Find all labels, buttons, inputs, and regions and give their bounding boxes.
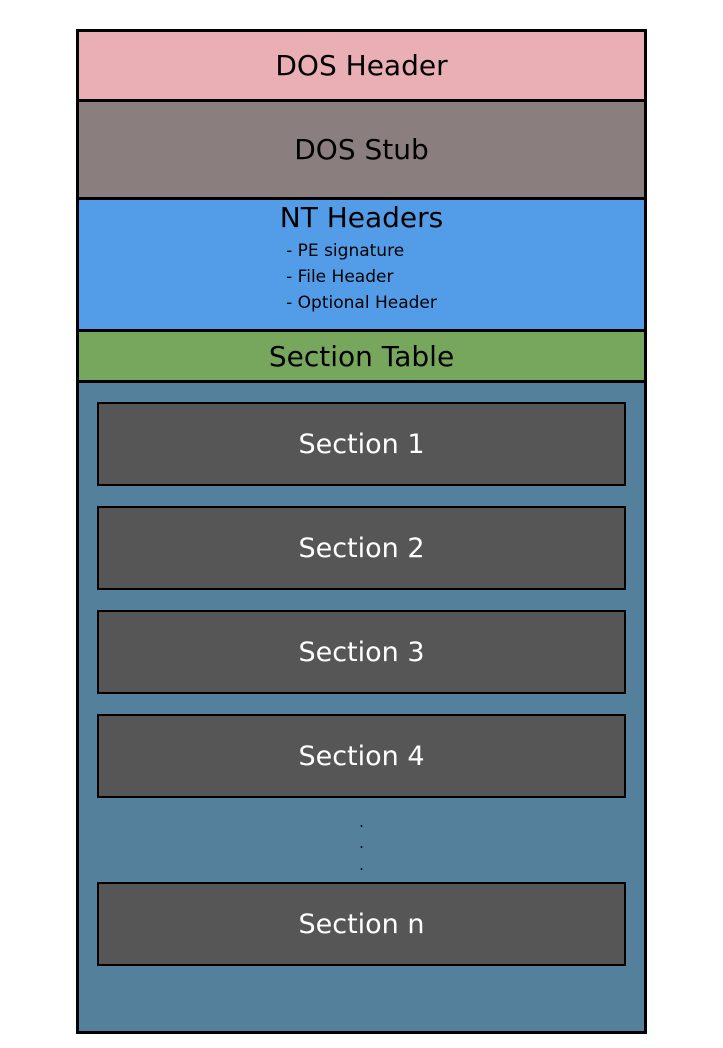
dos-header-label: DOS Header — [275, 49, 448, 82]
section-box-n: Section n — [97, 882, 626, 966]
sections-ellipsis: . . . — [79, 798, 644, 882]
nt-headers-sublist: - PE signature - File Header - Optional … — [286, 238, 437, 316]
section-box-2-label: Section 2 — [298, 532, 425, 564]
section-box-4: Section 4 — [97, 714, 626, 798]
section-box-1-label: Section 1 — [298, 428, 425, 460]
nt-headers-label: NT Headers — [279, 201, 444, 234]
dos-stub-block: DOS Stub — [79, 102, 644, 200]
section-box-n-label: Section n — [298, 908, 425, 940]
section-box-3: Section 3 — [97, 610, 626, 694]
dos-header-block: DOS Header — [79, 32, 644, 102]
section-box-1: Section 1 — [97, 402, 626, 486]
section-box-3-label: Section 3 — [298, 636, 425, 668]
nt-headers-subitem-file-header: - File Header — [286, 267, 394, 287]
section-table-label: Section Table — [268, 339, 455, 373]
dos-stub-label: DOS Stub — [294, 133, 429, 166]
sections-area: Section 1 Section 2 Section 3 Section 4 … — [79, 383, 644, 1031]
ellipsis-dot: . — [359, 855, 364, 874]
ellipsis-dot: . — [359, 834, 364, 852]
nt-headers-subitem-optional-header: - Optional Header — [286, 293, 437, 313]
nt-headers-subitem-pe-signature: - PE signature — [286, 241, 405, 261]
section-table-block: Section Table — [79, 332, 644, 383]
pe-structure-outline: DOS Header DOS Stub NT Headers - PE sign… — [76, 29, 647, 1034]
nt-headers-block: NT Headers - PE signature - File Header … — [79, 200, 644, 332]
section-box-4-label: Section 4 — [298, 740, 425, 772]
section-box-2: Section 2 — [97, 506, 626, 590]
ellipsis-dot: . — [359, 812, 364, 831]
